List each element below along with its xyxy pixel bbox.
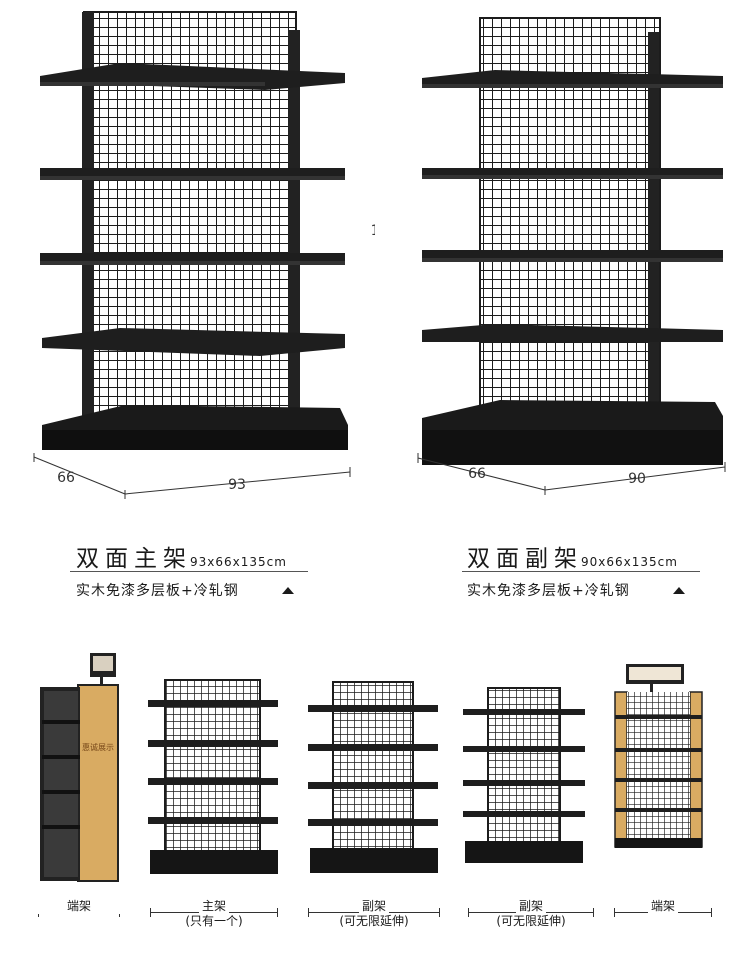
sub-material: 实木免漆多层板+冷轧钢 [467, 583, 630, 599]
up-triangle-icon [673, 587, 685, 594]
main-title-rule [70, 571, 308, 572]
sub-rack-small-illustration-2 [463, 687, 585, 863]
main-material: 实木免漆多层板+冷轧钢 [76, 583, 239, 599]
up-triangle-icon [282, 587, 294, 594]
sub-rack-illustration: 66 90 [417, 17, 726, 495]
sub-rack-title: 双面副架90x66x135cm [467, 546, 678, 572]
signboard-text: 惠诚展示 [82, 742, 114, 752]
caption-3: 副架 (可无限延伸) [339, 899, 409, 928]
caption-2: 主架 (只有一个) [185, 899, 243, 928]
main-rack-illustration: 66 93 135 [33, 11, 375, 499]
main-height-label: 135 [371, 223, 375, 239]
caption-4: 副架 (可无限延伸) [496, 899, 566, 928]
caption-5: 端架 [614, 899, 712, 914]
sub-width-label: 90 [628, 471, 646, 487]
caption-1: 端架 [38, 899, 120, 914]
sub-depth-label: 66 [468, 466, 486, 482]
end-rack-right-illustration [614, 664, 703, 848]
sub-title-rule [462, 571, 700, 572]
main-width-label: 93 [228, 477, 246, 493]
main-depth-label: 66 [57, 470, 75, 486]
main-rack-title: 双面主架93x66x135cm [76, 546, 287, 572]
main-rack-small-illustration [148, 679, 278, 874]
sub-rack-small-illustration-1 [308, 681, 438, 873]
end-rack-left-illustration: 惠诚展示 [40, 653, 119, 882]
